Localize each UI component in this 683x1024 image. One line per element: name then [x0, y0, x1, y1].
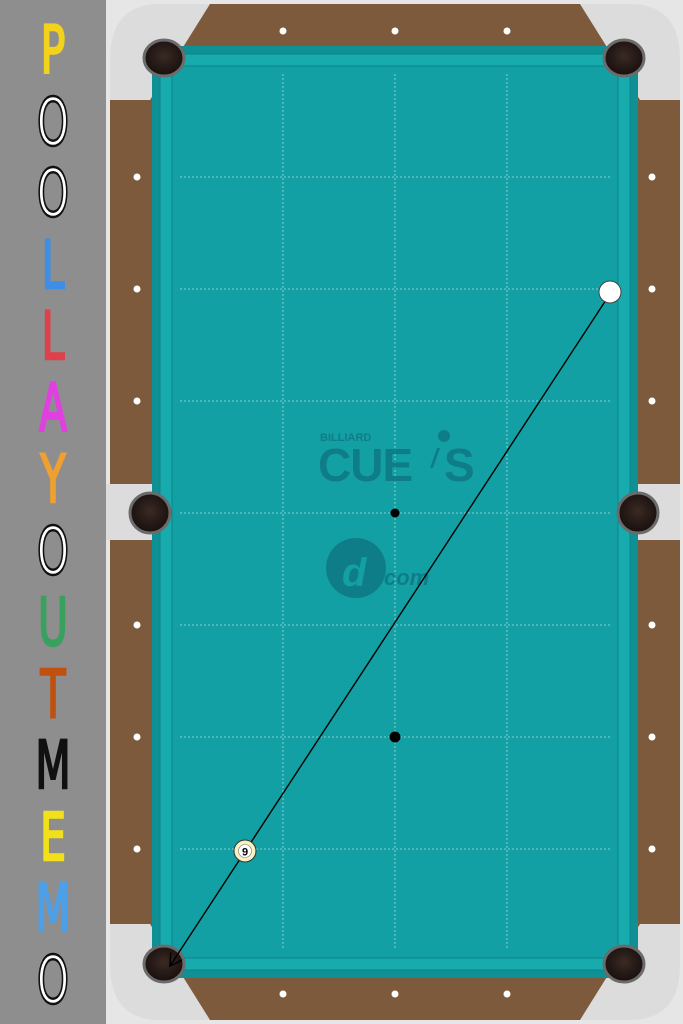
logo-d-text: d	[342, 551, 368, 595]
title-letter-4: L	[41, 226, 65, 304]
rail-diamond	[648, 733, 656, 741]
rail-right-lower	[636, 538, 680, 962]
title-letter-13: M	[35, 870, 72, 947]
title-letter-7: Y	[40, 441, 67, 518]
rail-diamond	[648, 397, 656, 405]
rail-diamond	[133, 845, 141, 853]
rail-left-upper	[110, 62, 154, 486]
pocket-bottom-right[interactable]	[602, 944, 646, 984]
logo-cue-text: CUE	[318, 439, 412, 491]
logo-ball-icon	[438, 430, 450, 442]
rail-right-upper	[636, 62, 680, 486]
title-letter-11: M	[35, 727, 72, 804]
rail-diamond	[503, 990, 511, 998]
title-letter-1: P	[40, 12, 66, 89]
rail-diamond	[279, 990, 287, 998]
title-letter-8: O	[36, 512, 70, 590]
cue-ball[interactable]	[598, 280, 622, 304]
rail-diamonds	[133, 27, 656, 998]
rail-diamond	[133, 397, 141, 405]
pocket-middle-right[interactable]	[616, 491, 660, 535]
rail-diamond	[133, 173, 141, 181]
rail-left-lower	[110, 538, 154, 962]
rail-diamond	[648, 173, 656, 181]
rail-diamond	[133, 621, 141, 629]
cues-logo: BILLIARD CUE S d com	[318, 430, 475, 598]
center-spot	[390, 508, 400, 518]
pocket-middle-left[interactable]	[128, 491, 172, 535]
logo-billiard-text: BILLIARD	[320, 432, 371, 444]
rail-diamond	[133, 285, 141, 293]
title-letter-5: L	[41, 298, 65, 375]
pocket-bottom-left[interactable]	[142, 944, 186, 984]
rail-diamond	[391, 27, 399, 35]
pool-table[interactable]: BILLIARD CUE S d com 9	[106, 0, 683, 1024]
rail-top	[165, 4, 620, 46]
logo-com-text: com	[384, 565, 429, 590]
logo-s-text: S	[444, 439, 475, 491]
title-letter-14: O	[36, 941, 70, 1019]
foot-spot	[389, 731, 401, 743]
title-letter-2: O	[36, 83, 70, 161]
nine-ball[interactable]: 9	[233, 839, 257, 863]
rail-diamond	[391, 990, 399, 998]
nine-ball-label: 9	[242, 847, 248, 859]
rail-diamond	[648, 285, 656, 293]
rail-bottom	[165, 978, 620, 1020]
title-letter-12: E	[39, 798, 66, 876]
rail-diamond	[133, 733, 141, 741]
rail-diamond	[503, 27, 511, 35]
rail-diamond	[648, 845, 656, 853]
rail-diamond	[279, 27, 287, 35]
pocket-top-left[interactable]	[142, 38, 186, 78]
title-letter-6: A	[38, 369, 68, 447]
pockets	[128, 38, 660, 984]
title-letter-3: O	[36, 155, 70, 232]
rail-diamond	[648, 621, 656, 629]
title-letter-10: T	[40, 655, 67, 733]
logo-d-circle-icon	[326, 538, 386, 598]
pocket-top-right[interactable]	[602, 38, 646, 78]
logo-apostrophe-icon	[430, 448, 440, 468]
title-letter-9: U	[37, 584, 69, 661]
